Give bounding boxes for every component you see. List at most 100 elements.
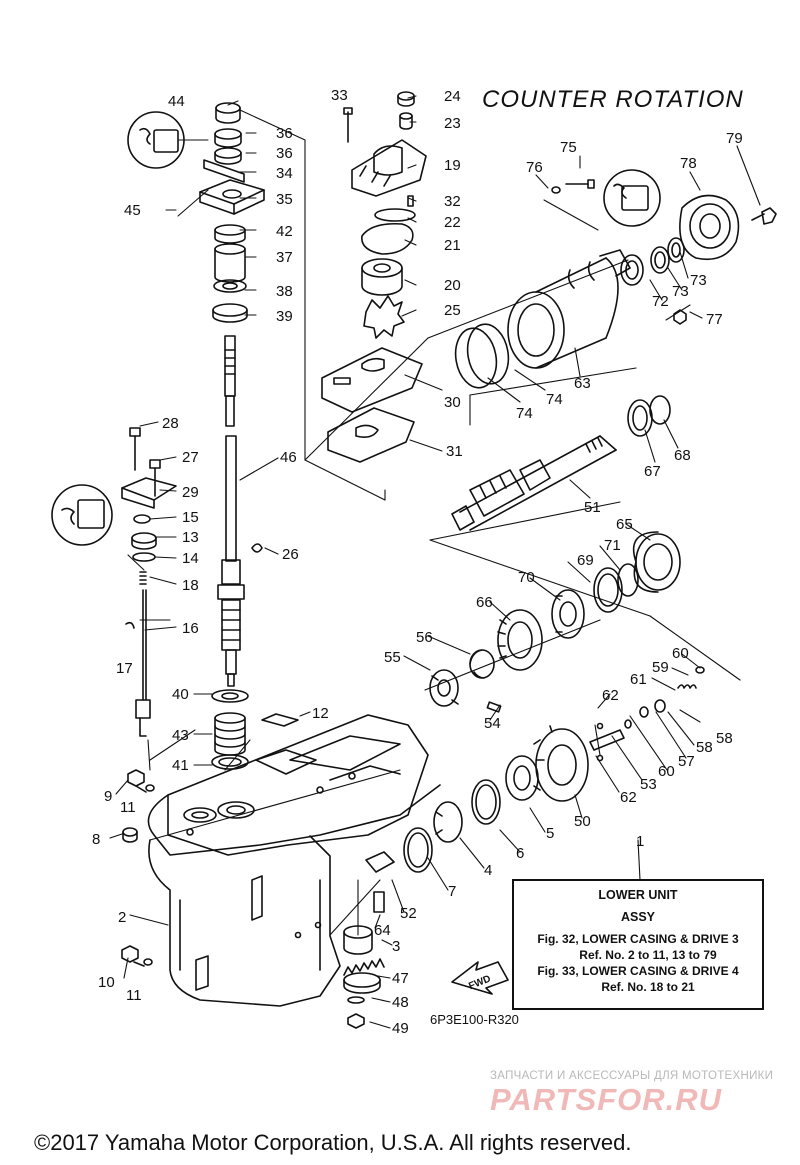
shift-rod-assembly — [121, 427, 177, 737]
callout-label: 27 — [182, 449, 199, 466]
callout-label: 40 — [172, 686, 189, 703]
lower-unit-info-box: LOWER UNIT ASSY Fig. 32, LOWER CASING & … — [512, 879, 764, 1010]
callout-label: 34 — [276, 165, 293, 182]
callout-label: 3 — [392, 938, 400, 955]
diagram-title: COUNTER ROTATION — [482, 86, 744, 113]
callout-label: 38 — [276, 283, 293, 300]
callout-label: 10 — [98, 974, 115, 991]
lubricant-inset-circles — [51, 111, 661, 546]
callout-label: 11 — [126, 987, 142, 1004]
callout-label: 55 — [384, 649, 401, 666]
callout-label: 47 — [392, 970, 409, 987]
callout-label: 13 — [182, 529, 199, 546]
callout-label: 4 — [484, 862, 492, 879]
callout-label: 68 — [674, 447, 691, 464]
callout-label: 45 — [124, 202, 141, 219]
callout-label: 52 — [400, 905, 417, 922]
callout-label: 17 — [116, 660, 133, 677]
callout-label: 76 — [526, 159, 543, 176]
callout-label: 42 — [276, 223, 293, 240]
shift-plunger-group — [589, 666, 705, 762]
callout-label: 64 — [374, 922, 391, 939]
callout-label: 43 — [172, 727, 189, 744]
callout-label: 60 — [658, 763, 675, 780]
callout-label: 62 — [620, 789, 637, 806]
callout-label: 26 — [282, 546, 299, 563]
callout-label: 23 — [444, 115, 461, 132]
callout-label: 16 — [182, 620, 199, 637]
callout-label: 74 — [516, 405, 533, 422]
callout-label: 35 — [276, 191, 293, 208]
callout-label: 67 — [644, 463, 661, 480]
callout-label: 6 — [516, 845, 524, 862]
callout-label: 62 — [602, 687, 619, 704]
callout-label: 8 — [92, 831, 100, 848]
callout-label: 15 — [182, 509, 199, 526]
callout-label: 59 — [652, 659, 669, 676]
callout-label: 50 — [574, 813, 591, 830]
callout-label: 54 — [484, 715, 501, 732]
callout-label: 44 — [168, 93, 185, 110]
info-ref-line: Ref. No. 2 to 11, 13 to 79 — [579, 948, 717, 962]
callout-label: 70 — [518, 569, 535, 586]
info-ref-line: Fig. 32, LOWER CASING & DRIVE 3 — [537, 932, 739, 946]
drawing-code: 6P3E100-R320 — [430, 1012, 519, 1027]
gear-and-bearing-group — [429, 531, 681, 713]
callout-label: 1 — [636, 833, 644, 850]
info-ref-line: Ref. No. 18 to 21 — [601, 980, 695, 994]
callout-label: 72 — [652, 293, 669, 310]
callout-label: 36 — [276, 125, 293, 142]
callout-label: 5 — [546, 825, 554, 842]
callout-label: 57 — [678, 753, 695, 770]
callout-label: 51 — [584, 499, 601, 516]
callout-label: 29 — [182, 484, 199, 501]
callout-label: 60 — [672, 645, 689, 662]
watermark-brand: PARTSFOR.RU — [490, 1082, 723, 1117]
callout-label: 11 — [120, 799, 136, 816]
callout-label: 14 — [182, 550, 199, 567]
callout-label: 46 — [280, 449, 297, 466]
lower-casing — [147, 714, 441, 1007]
callout-label: 20 — [444, 277, 461, 294]
callout-label: 73 — [672, 283, 689, 300]
callout-label: 79 — [726, 130, 743, 147]
callout-label: 2 — [118, 909, 126, 926]
callout-label: 73 — [690, 272, 707, 289]
callout-label: 75 — [560, 139, 577, 156]
drive-shaft-assembly — [199, 102, 299, 770]
casing-fasteners — [121, 769, 155, 967]
callout-label: 21 — [444, 237, 461, 254]
callout-label: 7 — [448, 883, 456, 900]
callout-label: 39 — [276, 308, 293, 325]
callout-label: 74 — [546, 391, 563, 408]
callout-label: 37 — [276, 249, 293, 266]
callout-label: 18 — [182, 577, 199, 594]
callout-label: 33 — [331, 87, 348, 104]
callout-label: 30 — [444, 394, 461, 411]
info-heading: LOWER UNIT — [598, 888, 678, 902]
callout-label: 66 — [476, 594, 493, 611]
callout-label: 63 — [574, 375, 591, 392]
callout-label: 71 — [604, 537, 621, 554]
callout-label: 65 — [616, 516, 633, 533]
watermark-tagline: ЗАПЧАСТИ И АКСЕССУАРЫ ДЛЯ МОТОТЕХНИКИ — [490, 1070, 774, 1082]
callout-label: 32 — [444, 193, 461, 210]
callout-label: 9 — [104, 788, 112, 805]
fwd-arrow-label: FWD — [467, 974, 492, 993]
callout-label: 77 — [706, 311, 723, 328]
callout-label: 24 — [444, 88, 461, 105]
callout-label: 22 — [444, 214, 461, 231]
callout-label: 49 — [392, 1020, 409, 1037]
callout-label: 61 — [630, 671, 647, 688]
callout-label: 69 — [577, 552, 594, 569]
callout-label: 36 — [276, 145, 293, 162]
callout-label: 78 — [680, 155, 697, 172]
info-ref-line: Fig. 33, LOWER CASING & DRIVE 4 — [537, 964, 739, 978]
propeller-shaft-housing — [454, 179, 777, 437]
callout-label: 12 — [312, 705, 329, 722]
water-pump-assembly — [321, 91, 427, 463]
info-subheading: ASSY — [620, 910, 656, 924]
callout-label: 56 — [416, 629, 433, 646]
copyright-notice: ©2017 Yamaha Motor Corporation, U.S.A. A… — [34, 1130, 632, 1155]
